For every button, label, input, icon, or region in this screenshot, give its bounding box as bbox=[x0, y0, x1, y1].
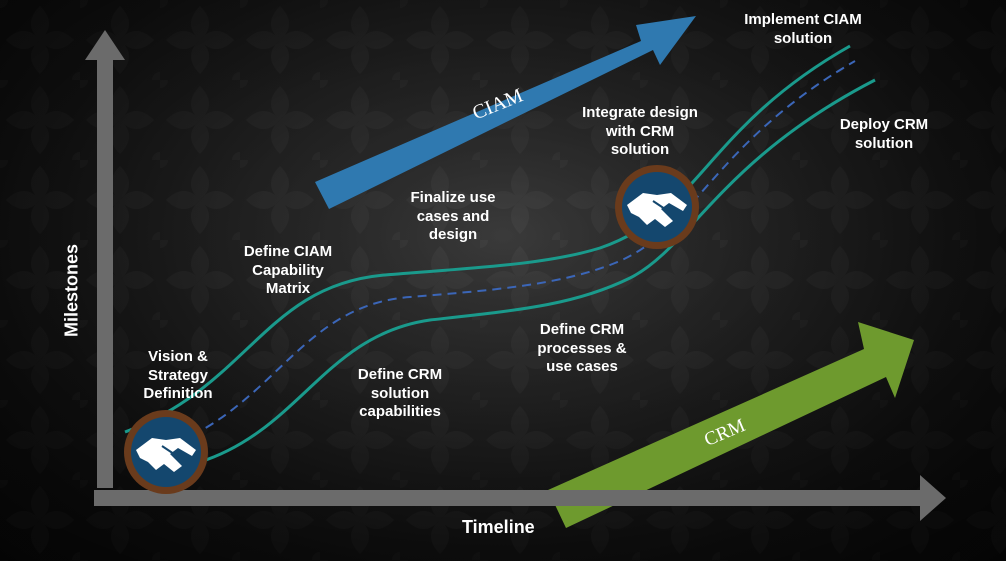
road-path bbox=[124, 44, 876, 464]
axes bbox=[85, 30, 946, 521]
handshake-badge-mid bbox=[615, 165, 699, 249]
y-axis-label: Milestones bbox=[61, 243, 82, 338]
handshake-icon bbox=[136, 438, 196, 472]
y-axis-arrow bbox=[85, 30, 125, 488]
milestone-define-crm-processes: Define CRM processes & use cases bbox=[537, 321, 627, 375]
milestone-define-ciam-matrix: Define CIAM Capability Matrix bbox=[243, 243, 333, 297]
road-lower-edge bbox=[199, 78, 876, 464]
handshake-badge-start bbox=[124, 410, 208, 494]
road-upper-edge bbox=[124, 44, 851, 434]
x-axis-arrow bbox=[94, 475, 946, 521]
milestone-implement-ciam: Implement CIAM solution bbox=[744, 11, 862, 47]
milestone-finalize-use-cases: Finalize use cases and design bbox=[410, 189, 496, 243]
milestone-integrate-design: Integrate design with CRM solution bbox=[582, 104, 698, 158]
ciam-arrow bbox=[315, 16, 696, 209]
crm-arrow bbox=[548, 322, 914, 528]
handshake-icon bbox=[627, 193, 687, 227]
milestone-deploy-crm: Deploy CRM solution bbox=[839, 116, 929, 152]
x-axis-label: Timeline bbox=[462, 517, 535, 537]
milestone-vision: Vision & Strategy Definition bbox=[143, 348, 213, 402]
milestone-define-crm-capabilities: Define CRM solution capabilities bbox=[357, 366, 443, 420]
road-center-dash bbox=[164, 60, 856, 448]
